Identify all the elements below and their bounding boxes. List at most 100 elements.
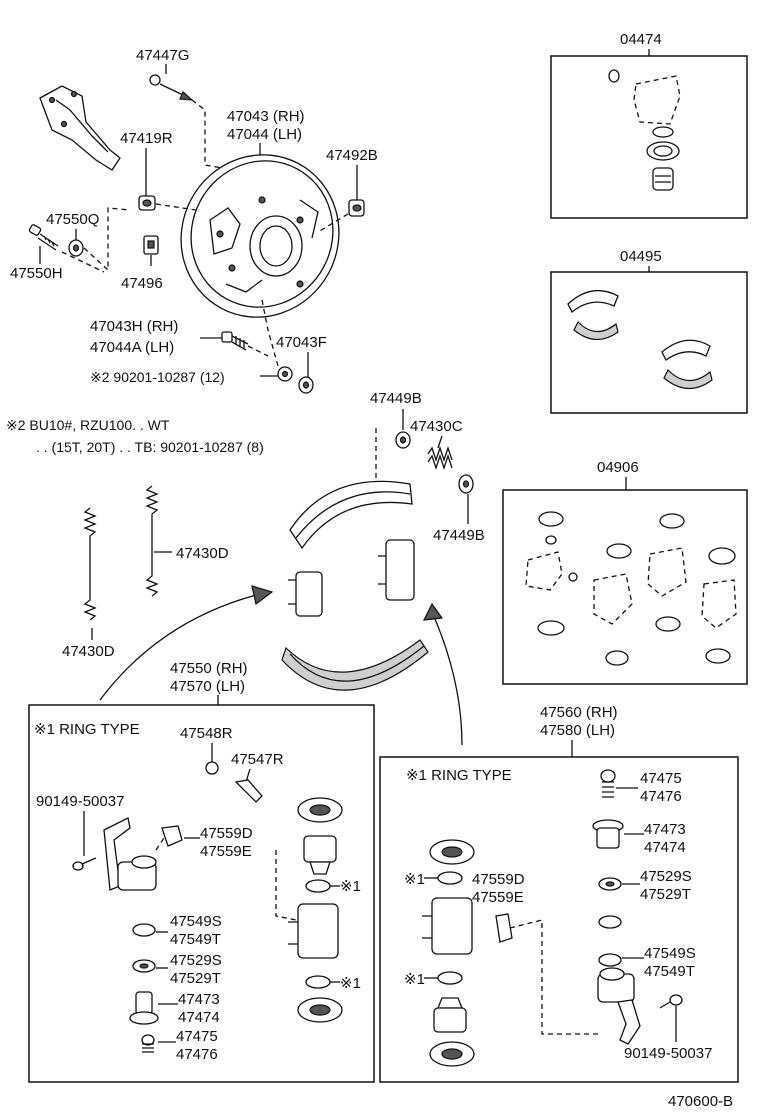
left-bolt-90149 [72, 857, 97, 871]
label-47550H: 47550H [10, 265, 63, 282]
right-wheel-cylinder-body [422, 897, 473, 955]
right-screw-47475 [600, 769, 616, 798]
left-label-47548R: 47548R [180, 725, 233, 742]
boot-47449B-bottom [458, 474, 474, 494]
left-wheel-cylinder-body [288, 903, 339, 959]
right-label-47476: 47476 [640, 788, 682, 805]
left-label-47529T: 47529T [170, 970, 221, 987]
arrow-left [99, 593, 261, 701]
right-label-47549S: 47549S [644, 945, 696, 962]
label-47043H-rh: 47043H (RH) [90, 318, 178, 335]
left-bleeder-47547R [234, 779, 263, 803]
left-box-47550 [28, 704, 375, 1083]
label-47447G: 47447G [136, 47, 189, 64]
boot-47449B-top [395, 431, 411, 449]
label-47570-lh: 47570 (LH) [170, 678, 245, 695]
right-label-90149: 90149-50037 [624, 1045, 712, 1062]
left-label-47559D: 47559D [200, 825, 253, 842]
left-label-47475: 47475 [176, 1028, 218, 1045]
left-label-47559E: 47559E [200, 843, 252, 860]
right-seal-bottom [429, 1041, 475, 1067]
diagram-code: 470600-B [668, 1093, 733, 1110]
right-label-47529T: 47529T [640, 886, 691, 903]
left-piston-top [303, 835, 337, 875]
label-47043-rh: 47043 (RH) [227, 108, 305, 125]
brake-shoe-lower [281, 639, 429, 691]
left-adjuster-47473 [129, 991, 159, 1025]
left-ring-mark-b: ※1 [340, 975, 361, 992]
label-47492B: 47492B [326, 147, 378, 164]
springs-47430D [83, 485, 159, 621]
right-ring-a [437, 871, 463, 885]
left-plate-47559D [161, 825, 183, 847]
left-seal-bottom [297, 997, 343, 1023]
label-bolt-note: ※2 90201-10287 (12) [90, 369, 225, 385]
label-47419R: 47419R [120, 130, 173, 147]
right-label-47474: 47474 [644, 839, 686, 856]
kit-box-04495 [550, 271, 748, 414]
right-label-47549T: 47549T [644, 963, 695, 980]
right-label-47529S: 47529S [640, 868, 692, 885]
right-label-47473: 47473 [644, 821, 686, 838]
arrow-right [431, 611, 463, 746]
label-47580-lh: 47580 (LH) [540, 722, 615, 739]
left-box-title: ※1 RING TYPE [34, 721, 140, 738]
left-label-47476: 47476 [176, 1046, 218, 1063]
nut-47043F [298, 376, 314, 394]
washer-47550Q [68, 239, 84, 257]
right-cup-plain [598, 915, 622, 929]
left-label-47549S: 47549S [170, 913, 222, 930]
brake-shoe-upper [289, 480, 413, 550]
left-seal-top [297, 797, 343, 823]
label-47430D-bottom: 47430D [62, 643, 115, 660]
right-label-47475: 47475 [640, 770, 682, 787]
right-piston-bottom [433, 997, 467, 1033]
left-screw-47475 [141, 1034, 155, 1053]
right-ring-b [437, 971, 463, 985]
stud-bolt-47447G [149, 74, 194, 101]
axle-housing-illustration [39, 85, 121, 171]
nut-90201-10287 [277, 366, 293, 382]
plug-47492B [348, 199, 365, 217]
right-adjuster-47473 [592, 819, 624, 849]
label-47043F: 47043F [276, 334, 327, 351]
right-cylinder-bracket [597, 967, 641, 1045]
right-seal-top [429, 839, 475, 865]
left-label-47547R: 47547R [231, 751, 284, 768]
left-cylinder-bracket [103, 817, 157, 891]
wheel-cylinder-right [378, 539, 415, 601]
left-cup-47529S [132, 959, 156, 973]
right-label-47559E: 47559E [472, 889, 524, 906]
right-cup-47529S [598, 877, 622, 891]
right-box-title: ※1 RING TYPE [406, 767, 512, 784]
right-box-47560 [379, 756, 739, 1083]
label-47430D-right: 47430D [176, 545, 229, 562]
left-label-90149: 90149-50037 [36, 793, 124, 810]
kit-box-04906 [502, 489, 748, 685]
label-47044A-lh: 47044A (LH) [90, 339, 174, 356]
label-47560-rh: 47560 (RH) [540, 704, 618, 721]
wheel-cylinder-left [288, 571, 323, 617]
label-47496: 47496 [121, 275, 163, 292]
label-47044-lh: 47044 (LH) [227, 126, 302, 143]
left-label-47529S: 47529S [170, 952, 222, 969]
label-47550Q: 47550Q [46, 211, 99, 228]
clip-47496 [143, 235, 159, 255]
left-label-47549T: 47549T [170, 931, 221, 948]
footnote-line2: . . (15T, 20T) . . TB: 90201-10287 (8) [36, 439, 264, 455]
left-label-47474: 47474 [178, 1009, 220, 1026]
label-47449B-bottom: 47449B [433, 527, 485, 544]
label-47430C: 47430C [410, 418, 463, 435]
kit-box-04474 [550, 55, 748, 219]
footnote-line1: ※2 BU10#, RZU100. . WT [6, 417, 170, 433]
label-47449B-top: 47449B [370, 390, 422, 407]
label-kit-04474: 04474 [620, 31, 662, 48]
right-label-47559D: 47559D [472, 871, 525, 888]
backing-plate [180, 154, 340, 318]
right-ring-mark-a: ※1 [404, 871, 425, 888]
left-cap-47548R [205, 761, 219, 775]
left-ring-b [305, 975, 331, 989]
right-bolt-90149 [659, 994, 683, 1009]
plug-47419R [138, 195, 156, 211]
